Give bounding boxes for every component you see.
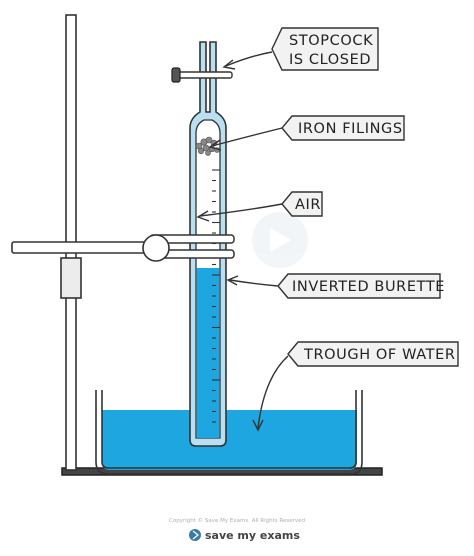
- trough: [95, 390, 363, 475]
- label-inverted-burette-text: INVERTED BURETTE: [292, 279, 445, 295]
- arrow-stopcock: [225, 51, 273, 67]
- arrow-air-head: [196, 210, 210, 222]
- arrow-stopcock-head: [222, 59, 236, 70]
- clamp-boss: [60, 257, 82, 299]
- stopcock-knob: [171, 67, 181, 83]
- label-stopcock: STOPCOCK IS CLOSED: [271, 27, 379, 71]
- label-air-text: AIR: [295, 197, 321, 213]
- arrow-burette-head: [226, 275, 239, 286]
- inverted-burette: [189, 41, 227, 447]
- arrow-iron-head: [208, 139, 222, 151]
- label-iron-filings: IRON FILINGS: [281, 115, 405, 141]
- arrow-trough-head: [252, 419, 264, 432]
- callout-arrows: [196, 51, 289, 432]
- label-trough: TROUGH OF WATER: [287, 341, 459, 367]
- stopcock: [171, 67, 233, 83]
- watermark-logo: [252, 212, 308, 268]
- footer: Copyright © Save My Exams. All Rights Re…: [169, 517, 305, 542]
- label-inverted-burette: INVERTED BURETTE: [277, 273, 445, 299]
- clamp-screw: [142, 234, 170, 262]
- arrow-iron: [211, 127, 283, 147]
- burette-water: [196, 268, 220, 438]
- arrow-air: [199, 203, 283, 217]
- trough-wall: [95, 390, 363, 475]
- label-air: AIR: [281, 191, 323, 217]
- label-trough-text: TROUGH OF WATER: [303, 347, 456, 363]
- stopcock-bar: [175, 71, 233, 79]
- label-stopcock-line2: IS CLOSED: [289, 52, 371, 68]
- clamp-jaws: [142, 234, 235, 262]
- arrow-trough: [257, 355, 289, 429]
- label-stopcock-line1: STOPCOCK: [289, 33, 373, 49]
- arrow-burette: [229, 279, 279, 287]
- trough-water: [102, 410, 357, 470]
- clamp-arm: [11, 241, 153, 254]
- copyright-text: Copyright © Save My Exams. All Rights Re…: [169, 517, 305, 524]
- brand-name: save my exams: [205, 529, 300, 542]
- brand-logo-icon: [189, 529, 201, 541]
- label-iron-filings-text: IRON FILINGS: [298, 121, 403, 137]
